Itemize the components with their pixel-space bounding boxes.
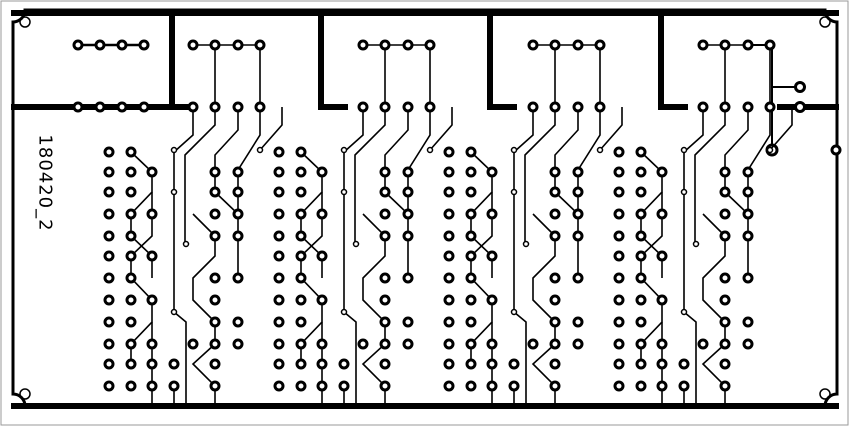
component-pads bbox=[273, 39, 436, 392]
component-pads bbox=[613, 39, 776, 392]
board-label-text: 180420_2 bbox=[34, 134, 56, 232]
channel-groups bbox=[103, 39, 793, 406]
channel-3 bbox=[443, 39, 623, 406]
connector-pads bbox=[72, 39, 150, 113]
channel-4 bbox=[613, 39, 793, 406]
output-traces bbox=[749, 44, 800, 150]
channel-2 bbox=[273, 39, 453, 406]
board-label: 180420_2 bbox=[30, 128, 60, 238]
ground-bus bbox=[11, 10, 839, 409]
mounting-holes bbox=[19, 16, 831, 400]
channel-1 bbox=[103, 39, 283, 406]
connector-strip bbox=[78, 43, 144, 109]
component-pads bbox=[103, 39, 266, 392]
component-pads bbox=[443, 39, 606, 392]
output-pads bbox=[765, 81, 842, 157]
